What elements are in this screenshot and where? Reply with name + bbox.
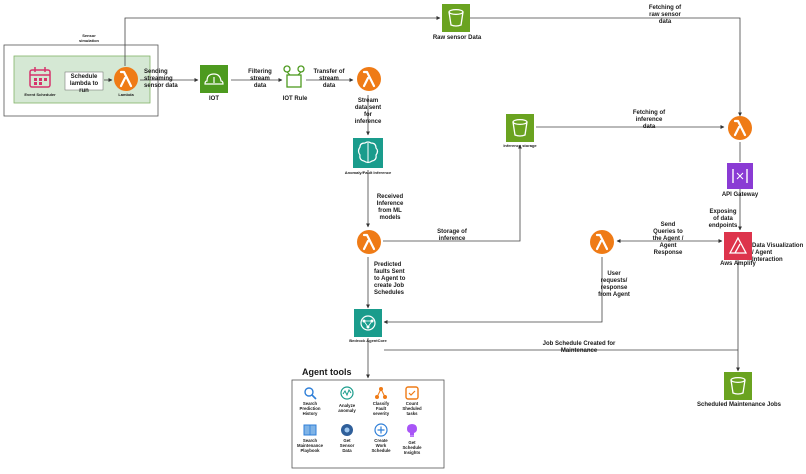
amplify-side-label: Data Visualization / Agent Interaction (752, 243, 804, 263)
edge-inference-storage (383, 144, 522, 242)
edge-label-transfer: Transfer of stream data (313, 69, 345, 89)
edge-label-fetch-raw: Fetching of raw sensor data (648, 5, 682, 25)
api-gateway-icon (727, 163, 753, 189)
anomaly-inference-label: Anomaly/Fault Inference (344, 170, 392, 175)
count-tasks-icon (405, 386, 419, 400)
tool-label: Analyze anomaly (338, 403, 356, 413)
search-icon (304, 387, 317, 400)
sensor-data-icon (341, 424, 353, 436)
api-gateway-label: API Gateway (721, 192, 759, 198)
schedule-lambda-box-label: Schedule lambda to run (69, 74, 99, 94)
tool-label: Count Sheduled tasks (402, 401, 422, 416)
create-schedule-icon (374, 423, 388, 437)
insights-icon (407, 424, 417, 437)
lambda-sim-label: Lambda (118, 92, 134, 97)
raw-sensor-data-label: Raw sensor Data (432, 35, 482, 41)
edge-raw-fetch (470, 17, 742, 117)
edge-lambda-raw (124, 16, 441, 66)
edge-label-received: Received Inference from ML models (376, 194, 404, 221)
iot-rule-icon (283, 65, 305, 88)
edge-label-sending: Sending streaming sensor data (144, 69, 178, 89)
ml-brain-icon (353, 138, 383, 168)
edge-label-fetch-inf: Fetching of inference data (632, 110, 666, 130)
edge-label-send-queries: Send Queries to the Agent / Agent Respon… (652, 222, 684, 256)
tool-label: Create Work Schedule (371, 438, 391, 453)
lambda-icon (357, 67, 381, 91)
lambda-icon (357, 230, 381, 254)
bucket-icon (724, 372, 752, 400)
lambda-icon (590, 230, 614, 254)
iot-rule-label: IOT Rule (282, 96, 308, 102)
edge-label-storage-inf: Storage of inference (437, 229, 467, 242)
lambda-icon (114, 67, 138, 91)
amplify-label: Aws Amplify (720, 261, 756, 267)
lambda-icon (728, 116, 752, 140)
iot-core-icon (200, 65, 228, 93)
inference-storage-label: Inference storage (503, 143, 537, 148)
tool-label: Get Sensor Data (339, 438, 355, 453)
simulation-label: Sensor simulation (78, 33, 99, 43)
iot-label: IOT (209, 96, 219, 102)
event-scheduler-label: Event Scheduler (24, 92, 56, 97)
tool-label: Search Maintenance Playbook (296, 438, 324, 453)
edge-label-predicted: Predicted faults Sent to Agent to create… (374, 262, 406, 296)
edge-label-user-requests: User requests/ response from Agent (598, 271, 630, 298)
edge-label-exposing: Exposing of data endpoints (708, 209, 738, 229)
schedule-lambda-box (64, 71, 104, 91)
playbook-icon (303, 424, 317, 436)
bucket-icon (506, 114, 534, 142)
edge-label-stream-sent: Stream data sent for inference (354, 98, 382, 125)
edge-agent-bedrock (383, 257, 603, 324)
amplify-icon (724, 232, 752, 260)
edges (104, 16, 742, 379)
tool-label: Search Prediction History (299, 401, 321, 416)
tool-label: Get Schedule Insights (402, 440, 422, 455)
bedrock-label: Bedrock AgentCore (349, 338, 387, 343)
agent-tools-title: Agent tools (302, 367, 352, 377)
classify-icon (375, 387, 387, 399)
calendar-icon (29, 67, 51, 88)
analyze-icon (340, 386, 354, 400)
scheduled-jobs-label: Scheduled Maintenance Jobs (696, 402, 782, 408)
bucket-icon (442, 4, 470, 32)
tool-label: Classify Fault severity (372, 401, 390, 416)
edge-label-job-schedule: Job Schedule Created for Maintenance (542, 341, 616, 354)
bedrock-icon (354, 309, 382, 337)
edge-label-filtering: Filtering stream data (248, 69, 272, 89)
